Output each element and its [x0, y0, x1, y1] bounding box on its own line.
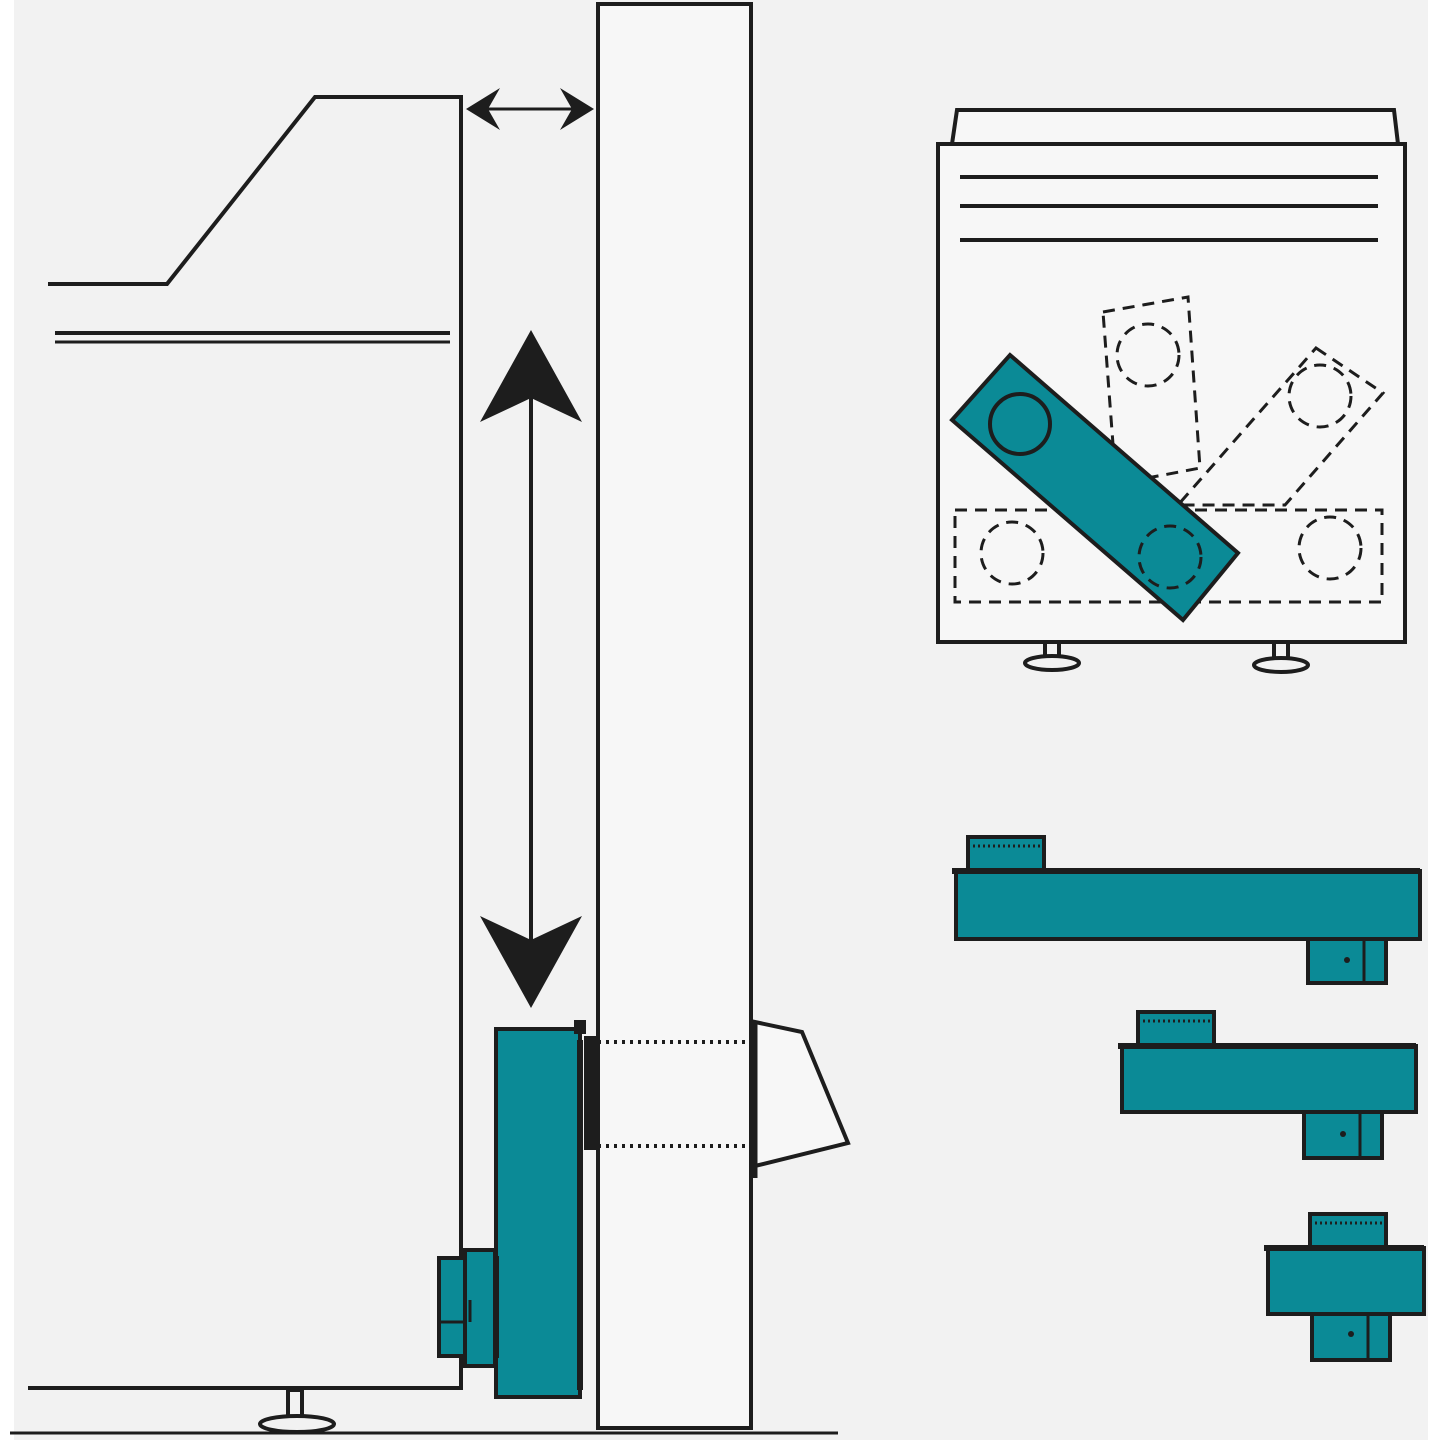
bracket-position-vertical [1101, 295, 1202, 486]
right-margin [1428, 0, 1440, 1440]
bracket-position-diagonal [1174, 346, 1386, 507]
radiator-profile [28, 95, 463, 1390]
bracket-variant-short [1264, 1212, 1426, 1362]
bracket-position-horizontal [953, 508, 1384, 604]
front-feet [1023, 640, 1310, 674]
wall-column [596, 2, 753, 1430]
side-elevation [10, 2, 851, 1435]
left-margin [0, 0, 14, 1440]
wall-bracket-side [437, 1020, 598, 1399]
bracket-variant-long [952, 835, 1422, 985]
wall-anchor [598, 1019, 851, 1178]
bracket-variant-medium [1118, 1010, 1418, 1160]
radiator-top-cap [949, 108, 1401, 146]
bracket-variants [952, 835, 1426, 1362]
double-arrow-horizontal-icon [466, 88, 594, 130]
double-arrow-vertical-icon [480, 330, 582, 1008]
bracket-active-rotated [949, 352, 1241, 623]
front-elevation [936, 108, 1407, 674]
adjustable-foot-icon [258, 1388, 336, 1434]
